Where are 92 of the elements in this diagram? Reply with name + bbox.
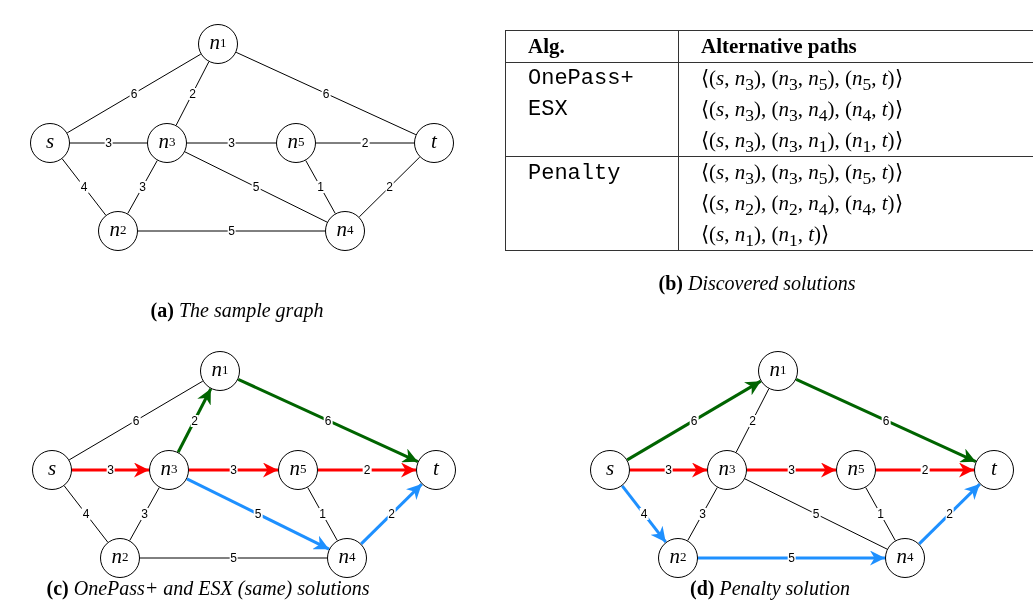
connector-line <box>127 159 158 215</box>
edge-label: 4 <box>639 508 649 520</box>
node-circle: s <box>32 450 72 490</box>
connector-line <box>175 61 210 126</box>
edge-label: 1 <box>318 508 327 520</box>
edge-label: 3 <box>138 181 147 193</box>
node-circle: s <box>30 123 70 163</box>
arrow <box>795 377 977 464</box>
connector-line <box>66 53 202 134</box>
edge-label: 3 <box>140 508 149 520</box>
edge-label: 2 <box>190 414 199 427</box>
arrow <box>626 379 762 462</box>
edge-label: 6 <box>321 87 331 100</box>
connector-line <box>744 478 888 550</box>
header-text: Alternative paths <box>701 33 857 60</box>
edge-label: 4 <box>81 508 91 520</box>
edge-label: 3 <box>698 508 707 520</box>
edge-label: 2 <box>188 87 197 100</box>
arrow <box>176 388 213 453</box>
node-circle: t <box>416 450 456 490</box>
edge-label: 5 <box>229 552 238 564</box>
connector-line <box>186 142 277 144</box>
algorithm-name: OnePass+ ESX <box>528 65 635 124</box>
arrow <box>630 462 707 478</box>
path-expression: ⟨(s, n$_{3}$), (n$_{3}$, n$_{1}$), (n$_{1}$, t)⟩ <box>701 127 903 156</box>
edge-label: 2 <box>920 464 930 476</box>
edge-label: 3 <box>664 464 673 476</box>
path-expression: ⟨(s, n$_{3}$), (n$_{3}$, n$_{5}$), (n$_{5}$, t)⟩ <box>701 159 903 188</box>
algorithm-name: Penalty <box>528 160 621 188</box>
figure-caption: (c) OnePass+ and ESX (same) solutions <box>46 577 370 600</box>
edge-label: 2 <box>945 508 954 520</box>
edge-label: 3 <box>229 464 238 476</box>
edge-label: 6 <box>689 414 699 427</box>
edge-label: 2 <box>360 137 370 149</box>
edge-label: 5 <box>227 225 236 237</box>
arrow <box>186 477 330 551</box>
connector-line <box>687 486 718 542</box>
edge-label: 6 <box>323 414 333 427</box>
connector-line <box>307 486 338 542</box>
path-expression: ⟨(s, n$_{2}$), (n$_{2}$, n$_{4}$), (n$_{4}$, t)⟩ <box>701 190 903 219</box>
connector-line <box>139 557 328 559</box>
edge-label: 3 <box>106 464 115 476</box>
connector-line <box>235 51 417 136</box>
arrow <box>360 483 423 545</box>
edge-label: 2 <box>748 414 757 427</box>
figure-caption: (b) Discovered solutions <box>658 272 856 295</box>
connector-line <box>305 159 336 215</box>
connector-line <box>129 486 160 542</box>
edge-label: 6 <box>131 414 141 427</box>
connector-line <box>68 380 204 461</box>
connector-line <box>137 230 326 232</box>
edge-label: 5 <box>787 552 796 564</box>
path-expression: ⟨(s, n$_{1}$), (n$_{1}$, t)⟩ <box>701 221 830 250</box>
edge-label: 3 <box>104 137 113 149</box>
header-text: Alg. <box>528 33 565 60</box>
arrow <box>189 462 278 478</box>
edge-label: 6 <box>881 414 891 427</box>
arrow <box>918 483 981 545</box>
path-expression: ⟨(s, n$_{3}$), (n$_{3}$, n$_{5}$), (n$_{5}$, t)⟩ <box>701 65 903 94</box>
edge-label: 5 <box>251 181 261 193</box>
connector-line <box>69 142 148 144</box>
arrow <box>698 550 885 566</box>
edge-label: 3 <box>787 464 796 476</box>
edge-label: 2 <box>387 508 396 520</box>
arrow <box>621 484 667 544</box>
edge-label: 3 <box>227 137 236 149</box>
arrow <box>876 462 974 478</box>
connector-line <box>865 486 896 542</box>
edge-label: 1 <box>316 181 325 193</box>
edge-label: 5 <box>253 508 263 520</box>
edge-label: 4 <box>79 181 89 193</box>
figure-caption: (a) The sample graph <box>150 299 324 322</box>
node-circle: s <box>590 450 630 490</box>
arrow <box>72 462 149 478</box>
connector-line <box>61 158 107 216</box>
node-circle: t <box>974 450 1014 490</box>
edge-label: 1 <box>876 508 885 520</box>
path-expression: ⟨(s, n$_{3}$), (n$_{3}$, n$_{4}$), (n$_{4}$, t)⟩ <box>701 96 903 125</box>
connector-line <box>315 142 415 144</box>
node-circle: t <box>414 123 454 163</box>
connector-line <box>735 388 770 453</box>
edge-label: 2 <box>362 464 372 476</box>
arrow <box>237 377 419 464</box>
connector-line <box>63 485 109 543</box>
arrow <box>318 462 416 478</box>
connector-line <box>358 156 421 218</box>
connector-line <box>184 151 328 223</box>
arrow <box>747 462 836 478</box>
edge-label: 2 <box>385 181 394 193</box>
edge-label: 5 <box>811 508 821 520</box>
figure-caption: (d) Penalty solution <box>690 577 850 600</box>
edge-label: 6 <box>129 87 139 100</box>
